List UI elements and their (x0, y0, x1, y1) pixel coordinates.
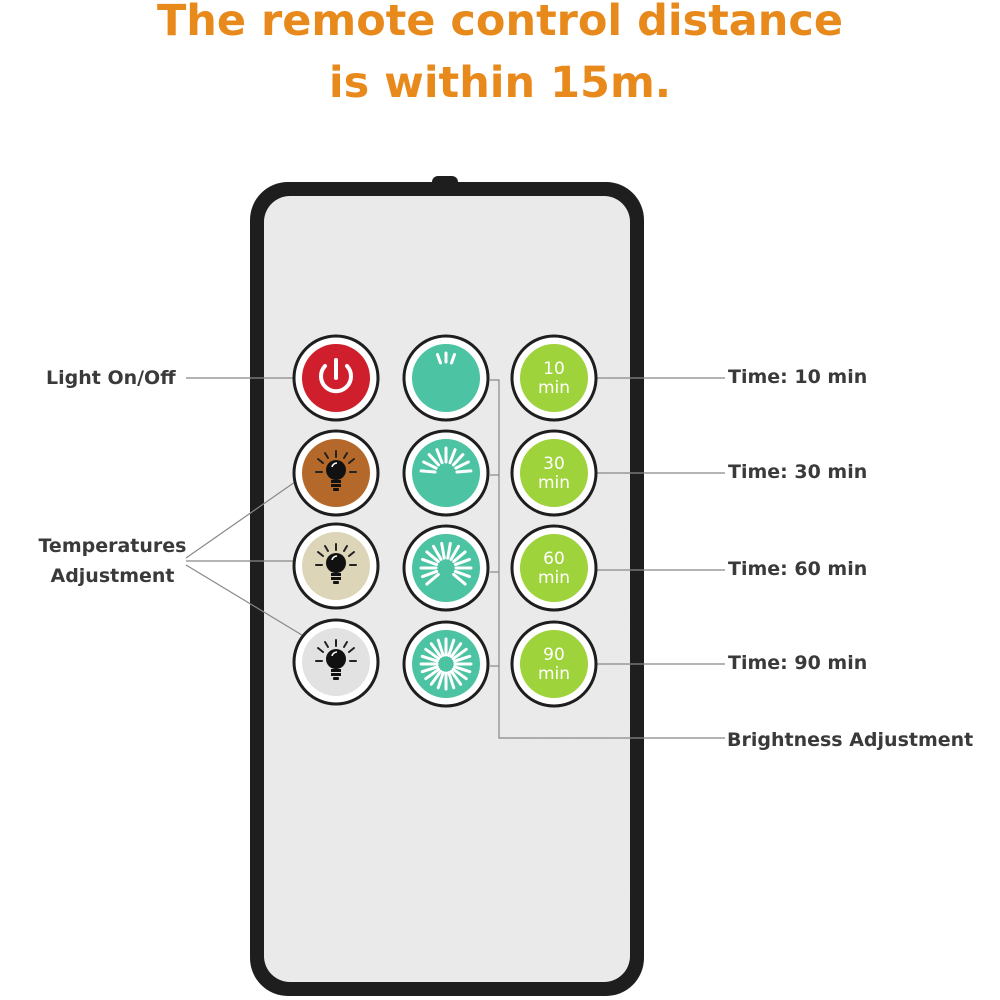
timer-30-unit: min (538, 473, 570, 493)
timer-10-unit: min (538, 378, 570, 398)
callout-line-warm (185, 474, 306, 559)
timer-60-button[interactable]: 60 min (510, 524, 598, 612)
headline-line-1: The remote control distance (156, 0, 844, 46)
power-icon (319, 358, 353, 394)
temperature-neutral-button[interactable] (292, 522, 380, 610)
timer-60-unit: min (538, 568, 570, 588)
label-adjustment: Adjustment (50, 565, 175, 587)
timer-60-number: 60 (543, 549, 565, 569)
label-time-10: Time: 10 min (728, 366, 868, 388)
timer-90-number: 90 (543, 645, 565, 665)
label-time-90: Time: 90 min (728, 652, 868, 674)
timer-10-button[interactable]: 10 min (510, 334, 598, 422)
callout-line-brightness (490, 379, 725, 739)
label-light-on-off: Light On/Off (46, 367, 176, 389)
brightness-level-2-icon (419, 446, 473, 474)
brightness-level-1-icon (435, 351, 457, 365)
label-time-30: Time: 30 min (728, 461, 868, 483)
timer-10-number: 10 (543, 359, 565, 379)
label-temperatures: Temperatures (38, 535, 187, 557)
lightbulb-icon (315, 450, 357, 491)
temperature-cool-button[interactable] (292, 618, 380, 706)
temperature-warm-button[interactable] (292, 429, 380, 517)
label-time-60: Time: 60 min (728, 558, 868, 580)
brightness-level-3-icon (419, 541, 473, 586)
brightness-level-4-button[interactable] (402, 620, 490, 708)
timer-90-button[interactable]: 90 min (510, 620, 598, 708)
brightness-level-2-button[interactable] (402, 429, 490, 517)
brightness-level-1-button[interactable] (402, 334, 490, 422)
timer-30-number: 30 (543, 454, 565, 474)
timer-90-unit: min (538, 664, 570, 684)
brightness-level-4-icon (419, 637, 473, 691)
lightbulb-icon (315, 639, 357, 680)
headline-line-2: is within 15m. (328, 58, 672, 108)
timer-30-button[interactable]: 30 min (510, 429, 598, 517)
brightness-level-3-button[interactable] (402, 524, 490, 612)
power-button[interactable] (292, 334, 380, 422)
lightbulb-icon (315, 543, 357, 584)
label-brightness-adjustment: Brightness Adjustment (727, 729, 974, 751)
